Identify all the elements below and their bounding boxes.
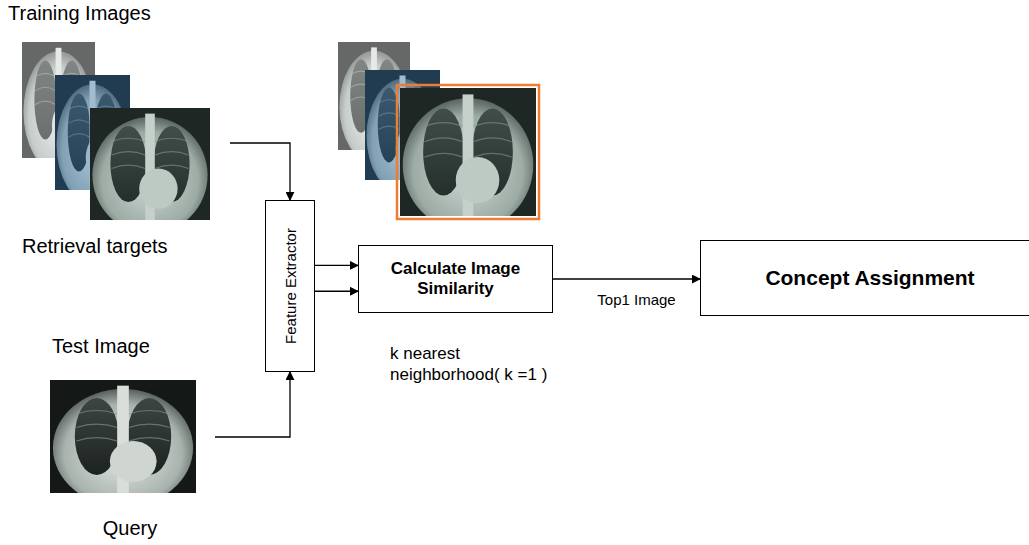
image-group: Training ImagesRetrieval targets [8, 2, 230, 258]
box-label: Calculate Image Similarity [369, 259, 542, 300]
arrow-connector [553, 278, 700, 279]
xray-image [50, 380, 196, 507]
group-caption: Query [103, 517, 157, 540]
image-tint [400, 88, 536, 216]
note-label: k nearest neighborhood( k =1 ) [390, 343, 570, 386]
image-tint [90, 108, 210, 220]
top1-highlight [397, 85, 539, 219]
box-label: Concept Assignment [765, 265, 974, 290]
group-caption: Retrieval targets [22, 235, 168, 258]
xray-image [90, 108, 210, 233]
group-heading: Test Image [52, 335, 150, 358]
process-box: Concept Assignment [700, 240, 1029, 316]
process-box: Calculate Image Similarity [358, 245, 553, 313]
training-image-stack [22, 42, 210, 233]
arrow-connector [315, 291, 358, 292]
group-heading: Training Images [8, 2, 151, 25]
edge-label: Top1 Image [595, 291, 677, 308]
retrieved-image-stack [338, 42, 539, 231]
arrow-connector [230, 143, 290, 200]
test-image [50, 380, 196, 507]
image-group: Test ImageQuery [45, 335, 215, 540]
arrow-connector [215, 372, 290, 437]
xray-image [400, 88, 536, 231]
box-label: Feature Extractor [282, 228, 299, 344]
arrow-connector [315, 265, 358, 266]
process-box: Feature Extractor [265, 200, 315, 372]
